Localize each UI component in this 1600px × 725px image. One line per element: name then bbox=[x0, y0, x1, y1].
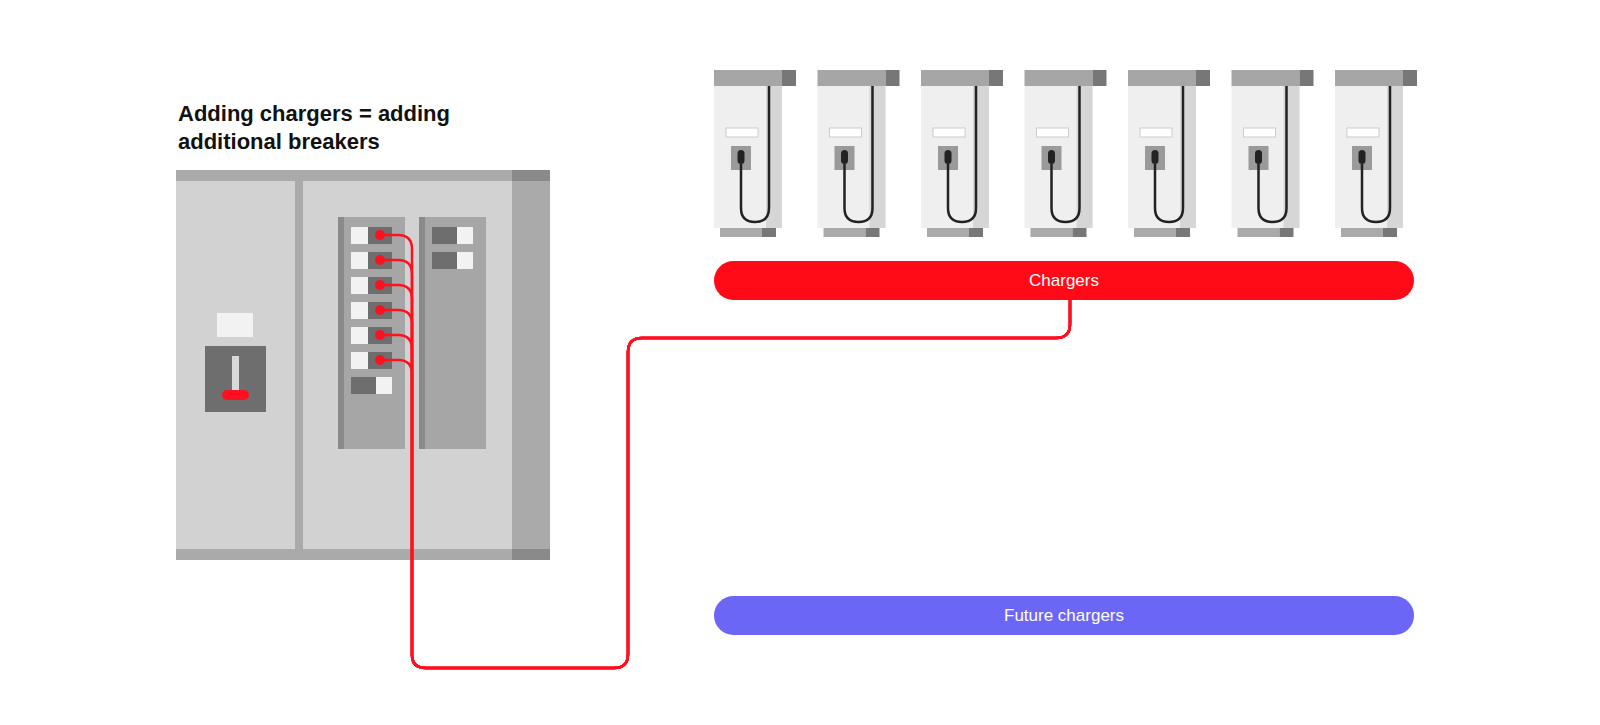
charger-unit bbox=[714, 70, 796, 237]
charger-unit bbox=[818, 70, 900, 237]
charger-unit bbox=[1335, 70, 1417, 237]
charger-unit bbox=[1232, 70, 1314, 237]
electrical-panel bbox=[176, 170, 550, 560]
chargers-band: Chargers bbox=[714, 261, 1414, 300]
band-label: Chargers bbox=[1029, 271, 1099, 291]
charger-units bbox=[714, 70, 1417, 237]
band-label: Future chargers bbox=[1004, 606, 1124, 626]
future-chargers-band: Future chargers bbox=[714, 596, 1414, 635]
charger-unit bbox=[921, 70, 1003, 237]
diagram-title: Adding chargers = adding additional brea… bbox=[178, 100, 558, 156]
charger-unit bbox=[1025, 70, 1107, 237]
charger-unit bbox=[1128, 70, 1210, 237]
